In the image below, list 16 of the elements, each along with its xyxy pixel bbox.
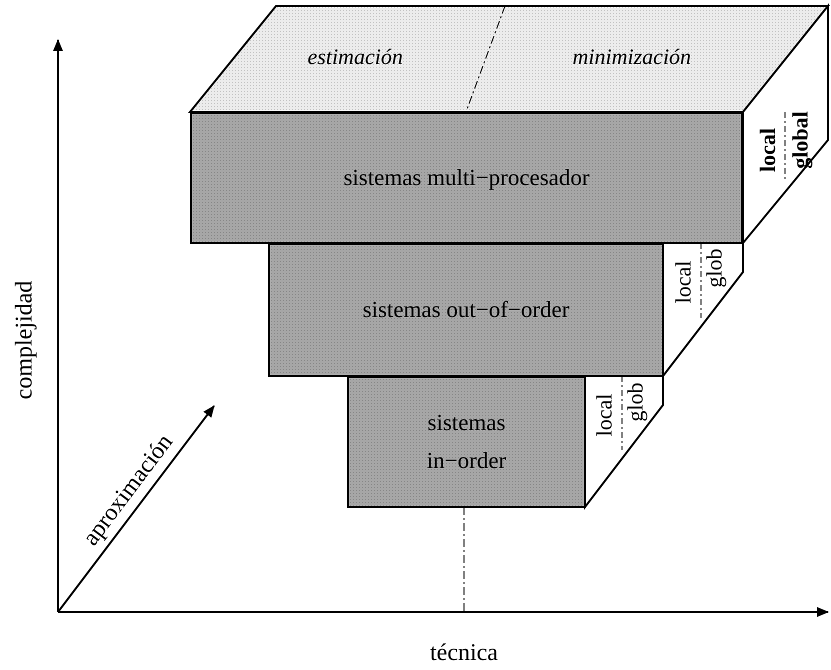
side-label: glob <box>702 248 726 288</box>
side-label: glob <box>623 382 648 422</box>
block-label: sistemas out−of−order <box>362 296 570 324</box>
block-front-face <box>268 243 664 377</box>
side-label: global <box>788 111 812 169</box>
face-label: minimización <box>572 45 692 69</box>
side-label: local <box>756 128 780 172</box>
block-front-face <box>347 376 586 508</box>
axis-label: técnica <box>430 641 498 665</box>
block-label: sistemas in−order <box>426 409 508 475</box>
block-label: sistemas multi−procesador <box>343 164 590 192</box>
side-label: local <box>592 394 616 436</box>
block-front-face <box>190 112 743 244</box>
face-label: estimación <box>308 45 403 69</box>
axis-label: complejidad <box>12 280 36 400</box>
side-label: local <box>670 260 695 304</box>
